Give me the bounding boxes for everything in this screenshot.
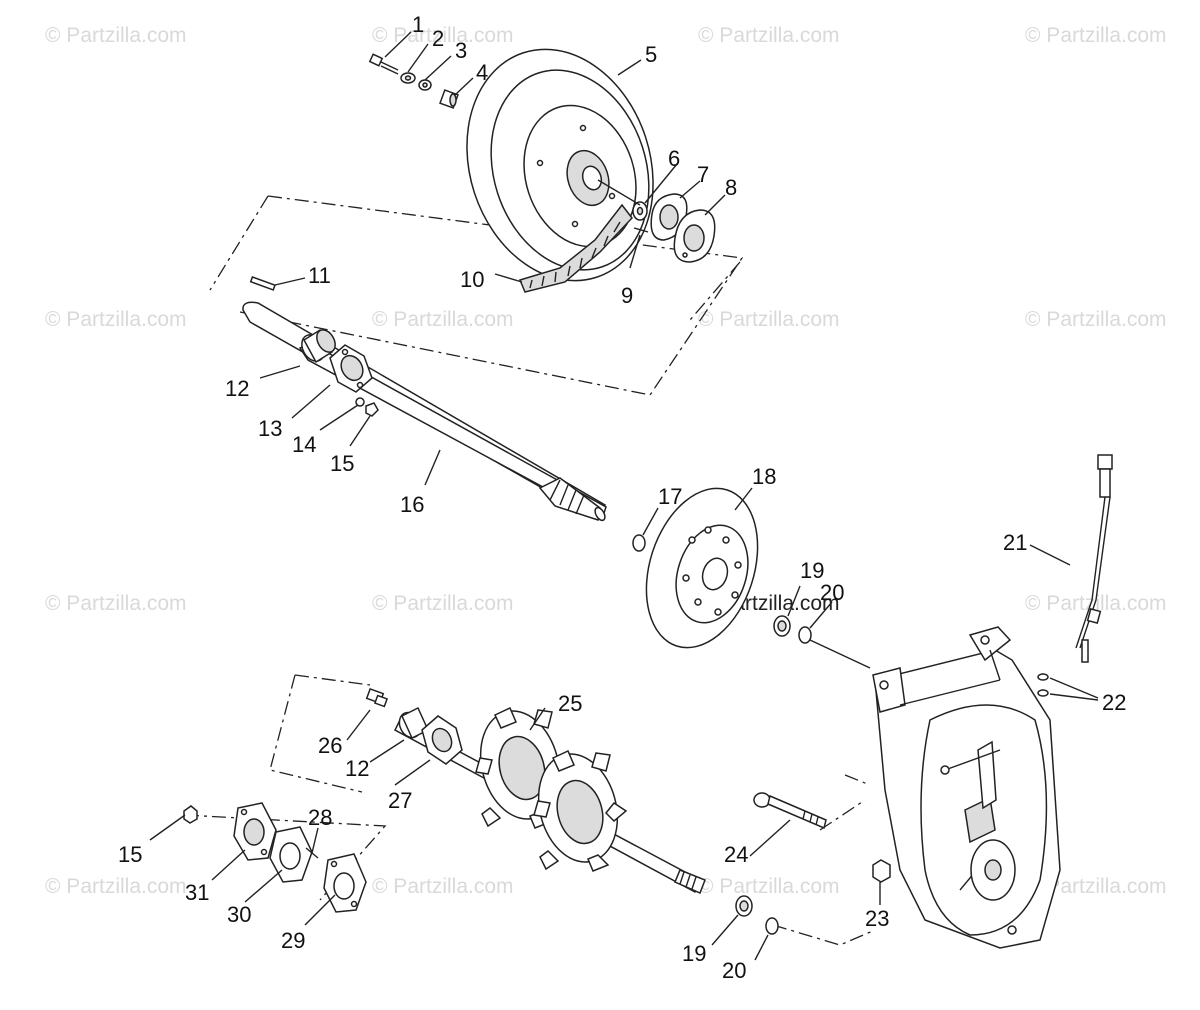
callout-22: 22	[1102, 690, 1126, 715]
bolt-part-24	[753, 792, 827, 830]
chaincase-housing	[872, 454, 1113, 949]
watermark: © Partzilla.com	[1025, 592, 1167, 615]
seal-part-19-lower	[735, 895, 753, 917]
plate-part-8	[673, 209, 716, 263]
bearing-part-12	[301, 328, 336, 364]
drive-shaft-assembly	[242, 276, 607, 522]
nut-part-23	[872, 859, 891, 883]
chain-part-10	[518, 203, 633, 293]
watermark: © Partzilla.com	[372, 308, 514, 331]
o-ring-part-20-lower	[765, 917, 779, 935]
callout-6: 6	[668, 146, 680, 171]
callout-27: 27	[388, 788, 412, 813]
watermark: © Partzilla.com	[698, 308, 840, 331]
callout-29: 29	[281, 928, 305, 953]
callout-19: 19	[800, 558, 824, 583]
watermark: © Partzilla.com	[1025, 875, 1167, 898]
callout-31: 31	[185, 880, 209, 905]
o-ring-part-22	[1037, 689, 1049, 697]
watermark: © Partzilla.com	[372, 875, 514, 898]
callout-17: 17	[658, 484, 682, 509]
callout-4: 4	[476, 60, 488, 85]
snap-ring-part-17	[632, 534, 646, 552]
callout-2: 2	[432, 26, 444, 51]
callout-21: 21	[1003, 530, 1027, 555]
callout-28: 28	[308, 805, 332, 830]
callout-23: 23	[865, 906, 889, 931]
seal-part-19	[773, 615, 791, 637]
watermark: © Partzilla.com	[45, 592, 187, 615]
dipstick-part-21	[1075, 454, 1113, 663]
watermark: © Partzilla.com	[698, 24, 840, 47]
callout-24: 24	[724, 842, 748, 867]
callout-14: 14	[292, 432, 316, 457]
key-part-11	[249, 276, 276, 291]
watermark: © Partzilla.com	[1025, 24, 1167, 47]
callouts: 1 2 3 4 5 6 7 8 9 10 11 12 13 14 15 16 1…	[118, 12, 1126, 983]
callout-3: 3	[455, 38, 467, 63]
callout-7: 7	[697, 162, 709, 187]
plate-part-31	[233, 802, 277, 861]
callout-25: 25	[558, 691, 582, 716]
callout-30: 30	[227, 902, 251, 927]
callout-13: 13	[258, 416, 282, 441]
nut-part-15	[365, 402, 379, 417]
callout-12: 12	[225, 376, 249, 401]
watermarks: © Partzilla.com © Partzilla.com © Partzi…	[45, 24, 1167, 898]
lower-drive-shaft-assembly	[365, 687, 779, 935]
plate-part-29	[323, 853, 367, 913]
callout-15: 15	[330, 451, 354, 476]
o-ring-part-22	[1037, 673, 1049, 681]
bolt-part-1	[368, 53, 399, 75]
watermark: © Partzilla.com	[372, 24, 514, 47]
callout-20: 20	[820, 580, 844, 605]
callout-11: 11	[308, 263, 331, 288]
flange-part-27	[421, 715, 463, 765]
callout-18: 18	[752, 464, 776, 489]
rivet-part-9	[633, 227, 649, 233]
callout-26: 26	[318, 733, 342, 758]
watermark: © Partzilla.com	[698, 875, 840, 898]
brake-disc-part-18	[645, 487, 759, 649]
o-ring-part-20	[798, 626, 812, 644]
nut-part-15-lower	[183, 805, 198, 824]
spacer-part-4	[439, 89, 459, 109]
driven-sheave-assembly	[368, 48, 716, 293]
callout-19-lower: 19	[682, 941, 706, 966]
watermark: © Partzilla.com	[45, 875, 187, 898]
shaft-part-16	[242, 301, 607, 522]
callout-20-lower: 20	[722, 958, 746, 983]
watermark: © Partzilla.com	[1025, 308, 1167, 331]
washer-part-14	[355, 397, 365, 407]
brake-disc-assembly	[632, 487, 812, 649]
sheave-part-5	[466, 48, 654, 282]
watermark: © Partzilla.com	[372, 592, 514, 615]
leader-lines	[149, 31, 1099, 961]
callout-9: 9	[621, 283, 633, 308]
plug-part-26	[365, 687, 389, 708]
callout-8: 8	[725, 175, 737, 200]
callout-15-lower: 15	[118, 842, 142, 867]
callout-16: 16	[400, 492, 424, 517]
callout-12-lower: 12	[345, 756, 369, 781]
bearing-flange-stack	[183, 802, 367, 913]
watermark: © Partzilla.com	[45, 24, 187, 47]
callout-5: 5	[645, 42, 657, 67]
plate-part-30	[269, 826, 313, 883]
flange-part-13	[329, 344, 373, 393]
track-driver-part-25	[475, 706, 628, 872]
watermark: © Partzilla.com	[45, 308, 187, 331]
callout-10: 10	[460, 267, 484, 292]
callout-1: 1	[412, 12, 424, 37]
